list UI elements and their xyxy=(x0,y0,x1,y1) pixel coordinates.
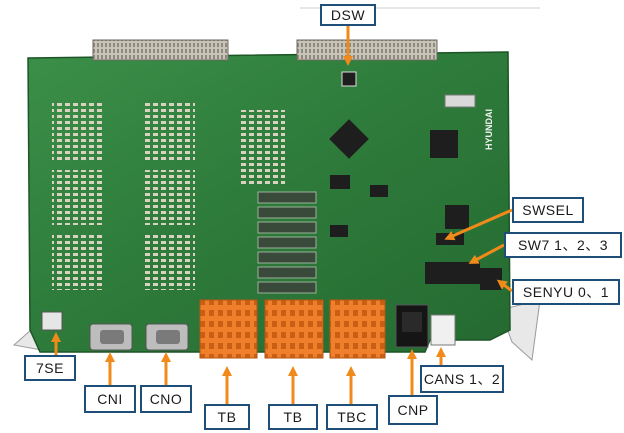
dsw-switch xyxy=(341,71,357,87)
relay-column xyxy=(257,191,317,294)
label-cni: CNI xyxy=(84,385,136,413)
label-cans: CANS 1、2 xyxy=(420,365,504,393)
ic-chip-4 xyxy=(330,175,350,189)
board-brand: HYUNDAI xyxy=(484,109,494,150)
label-dsw: DSW xyxy=(320,4,376,26)
ic-chip-3 xyxy=(445,205,469,229)
label-tbc: TBC xyxy=(326,404,378,430)
smd-bank-7 xyxy=(240,110,285,185)
cans-connector xyxy=(430,314,456,346)
label-senyu: SENYU 0、1 xyxy=(512,279,620,305)
top-connector-right xyxy=(296,39,438,61)
ic-chip-5 xyxy=(370,185,388,197)
dip-switch-block xyxy=(425,262,480,284)
terminal-block-tb2 xyxy=(264,299,324,359)
label-7se: 7SE xyxy=(24,355,76,381)
arrow-senyu xyxy=(496,279,513,293)
smd-bank-6 xyxy=(145,235,195,290)
label-cnp: CNP xyxy=(388,395,438,425)
terminal-block-tbc xyxy=(329,299,386,359)
top-connector-left xyxy=(92,39,229,61)
label-swsel: SWSEL xyxy=(512,197,584,223)
ic-chip-2 xyxy=(430,130,458,158)
label-cno: CNO xyxy=(140,385,192,413)
callout-arrows xyxy=(51,24,513,405)
label-sw7: SW7 1、2、3 xyxy=(504,232,622,258)
7se-display xyxy=(41,311,63,331)
label-tb2: TB xyxy=(268,404,318,430)
smd-bank-4 xyxy=(145,100,195,160)
ic-chip-7 xyxy=(444,94,476,108)
senyu-header xyxy=(480,268,502,290)
dip-switch-swsel xyxy=(436,233,464,245)
label-tb1: TB xyxy=(204,404,250,430)
ic-chip-6 xyxy=(330,225,348,237)
smd-bank-2 xyxy=(52,170,102,225)
smd-bank-5 xyxy=(145,170,195,225)
terminal-block-tb1 xyxy=(199,299,258,359)
smd-bank-1 xyxy=(52,100,102,160)
arrow-swsel xyxy=(444,208,513,241)
smd-bank-3 xyxy=(52,235,102,290)
arrow-sw7 xyxy=(468,243,505,264)
